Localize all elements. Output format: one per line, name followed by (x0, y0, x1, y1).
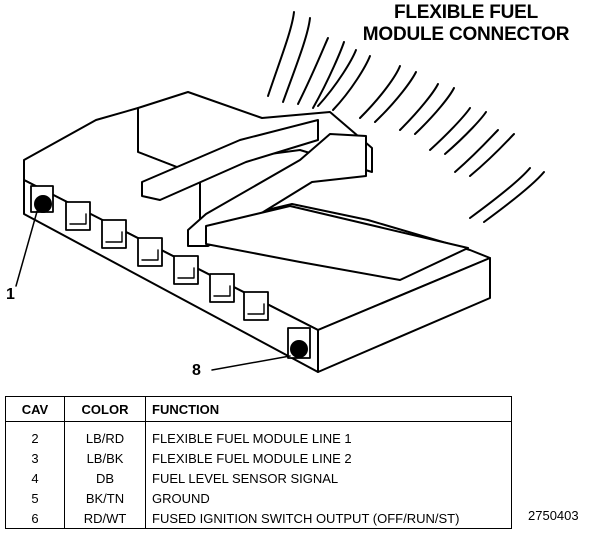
cell-function: FLEXIBLE FUEL MODULE LINE 2 (152, 450, 352, 466)
pin-1-callout: 1 (6, 286, 15, 303)
wire-bundle (267, 11, 545, 223)
cell-cav: 6 (5, 508, 65, 529)
table-row: 5 BK/TN GROUND (5, 488, 512, 508)
cell-cav: 4 (5, 468, 65, 488)
cell-color: LB/BK (64, 448, 146, 468)
cell-color: LB/RD (64, 421, 146, 448)
connector-drawing (15, 11, 545, 373)
cell-function: FUEL LEVEL SENSOR SIGNAL (152, 470, 339, 486)
cell-cav: 2 (5, 421, 65, 448)
title-line-1: FLEXIBLE FUEL (393, 2, 539, 23)
table-row: 3 LB/BK FLEXIBLE FUEL MODULE LINE 2 (5, 448, 512, 468)
pinout-table: CAV COLOR FUNCTION 2 LB/RD FLEXIBLE FUEL… (5, 396, 512, 529)
pin-1-leader (15, 207, 39, 287)
table-row: 2 LB/RD FLEXIBLE FUEL MODULE LINE 1 (5, 421, 512, 448)
cell-function: FLEXIBLE FUEL MODULE LINE 1 (152, 430, 352, 446)
pin-8-marker (290, 340, 308, 358)
cavity-tabs (69, 213, 265, 315)
latch-rail (187, 133, 367, 247)
diagram-title: FLEXIBLE FUEL MODULE CONNECTOR (336, 2, 596, 46)
table-row: 4 DB FUEL LEVEL SENSOR SIGNAL (5, 468, 512, 488)
header-function: FUNCTION (145, 396, 512, 422)
cell-cav: 3 (5, 448, 65, 468)
pin-8-callout: 8 (192, 362, 201, 379)
housing-end-block (317, 257, 491, 373)
title-line-2: MODULE CONNECTOR (362, 24, 570, 45)
cell-function: FUSED IGNITION SWITCH OUTPUT (OFF/RUN/ST… (152, 510, 460, 526)
header-color: COLOR (64, 396, 146, 422)
pin-8-leader (211, 355, 291, 371)
table-header-row: CAV COLOR FUNCTION (5, 396, 512, 422)
cell-color: DB (64, 468, 146, 488)
latch-ramp (141, 119, 319, 201)
header-cav: CAV (5, 396, 65, 422)
connector-housing (23, 91, 491, 373)
cell-function: GROUND (152, 490, 210, 506)
raised-block (205, 205, 469, 281)
cell-color: RD/WT (64, 508, 146, 529)
cell-cav: 5 (5, 488, 65, 508)
figure-id: 2750403 (528, 508, 579, 523)
table-row: 6 RD/WT FUSED IGNITION SWITCH OUTPUT (OF… (5, 508, 512, 529)
cell-color: BK/TN (64, 488, 146, 508)
